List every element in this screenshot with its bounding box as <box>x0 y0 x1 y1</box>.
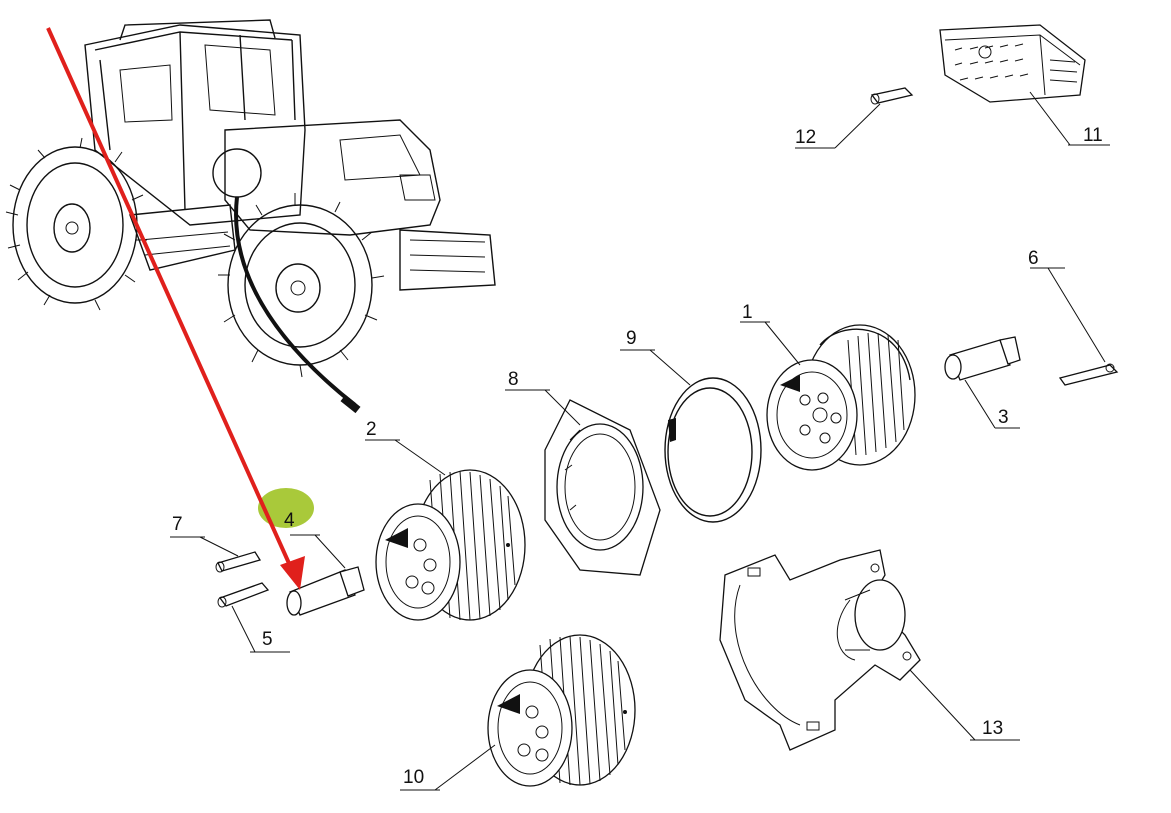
highlight-marker <box>258 488 314 528</box>
part-1-receptacle <box>766 324 916 471</box>
callout-4: 4 <box>284 510 295 531</box>
part-4-sleeve <box>286 566 365 616</box>
callout-13: 13 <box>982 718 1003 739</box>
part-3-plug <box>944 336 1021 381</box>
part-2-connector <box>375 469 526 621</box>
callout-5: 5 <box>262 629 273 650</box>
part-7-pin <box>215 551 262 573</box>
red-arrow-shaft <box>46 27 294 571</box>
callout-7: 7 <box>172 514 183 535</box>
callout-3: 3 <box>998 407 1009 428</box>
callout-6: 6 <box>1028 248 1039 269</box>
tractor-illustration <box>5 19 496 414</box>
part-10-connector <box>487 634 636 787</box>
part-11-connector-housing <box>939 24 1086 103</box>
callout-10: 10 <box>403 767 424 788</box>
callout-11: 11 <box>1083 125 1103 146</box>
callout-12: 12 <box>795 127 816 148</box>
callout-2: 2 <box>366 419 377 440</box>
callout-8: 8 <box>508 369 519 390</box>
part-12-pin <box>870 87 914 105</box>
part-6-pin <box>1058 363 1119 386</box>
part-8-hex-nut <box>544 399 661 576</box>
part-13-bracket <box>719 549 921 751</box>
part-5-pin <box>217 582 270 608</box>
callout-1: 1 <box>742 302 753 323</box>
callout-9: 9 <box>626 328 637 349</box>
part-9-ring <box>664 377 762 523</box>
red-arrow-head <box>280 556 305 590</box>
